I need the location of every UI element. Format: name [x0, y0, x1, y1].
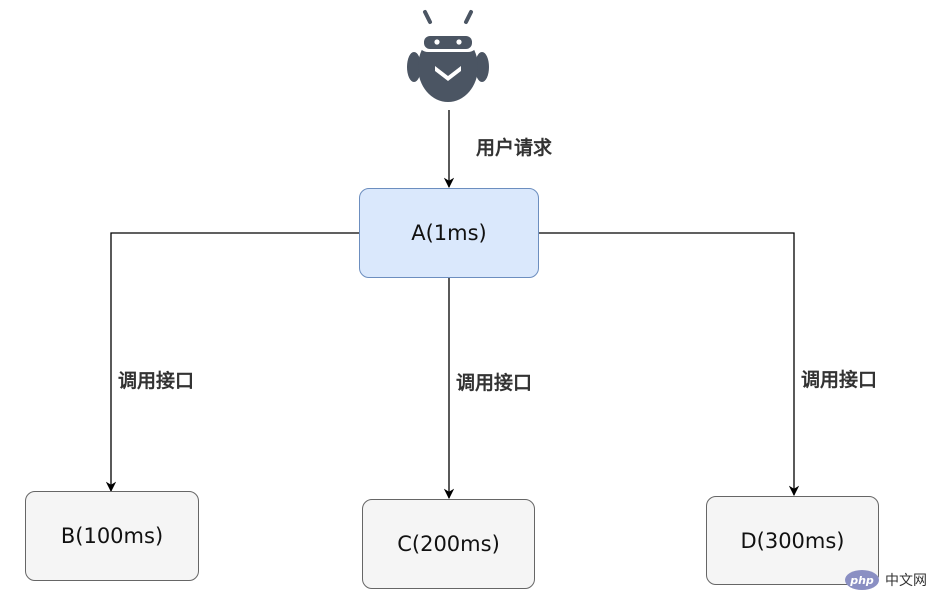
edge-a-to-b: [105, 232, 359, 493]
node-b: B(100ms): [25, 491, 199, 581]
node-a-label: A(1ms): [411, 221, 487, 245]
robot-user-icon: [407, 10, 489, 102]
node-d: D(300ms): [706, 496, 879, 585]
node-c-label: C(200ms): [397, 532, 500, 556]
watermark: php 中文网: [845, 570, 927, 590]
edge-label-call-d: 调用接口: [801, 369, 878, 391]
edge-label-user-request: 用户请求: [476, 137, 553, 159]
edge-label-call-c: 调用接口: [456, 372, 533, 394]
php-logo: php: [845, 570, 879, 590]
node-d-label: D(300ms): [740, 528, 845, 553]
watermark-text: 中文网: [885, 573, 927, 589]
edge-a-to-d: [538, 232, 800, 497]
node-a: A(1ms): [359, 188, 539, 278]
node-b-label: B(100ms): [60, 524, 164, 548]
node-c: C(200ms): [362, 499, 535, 589]
edge-label-call-b: 调用接口: [118, 370, 195, 392]
